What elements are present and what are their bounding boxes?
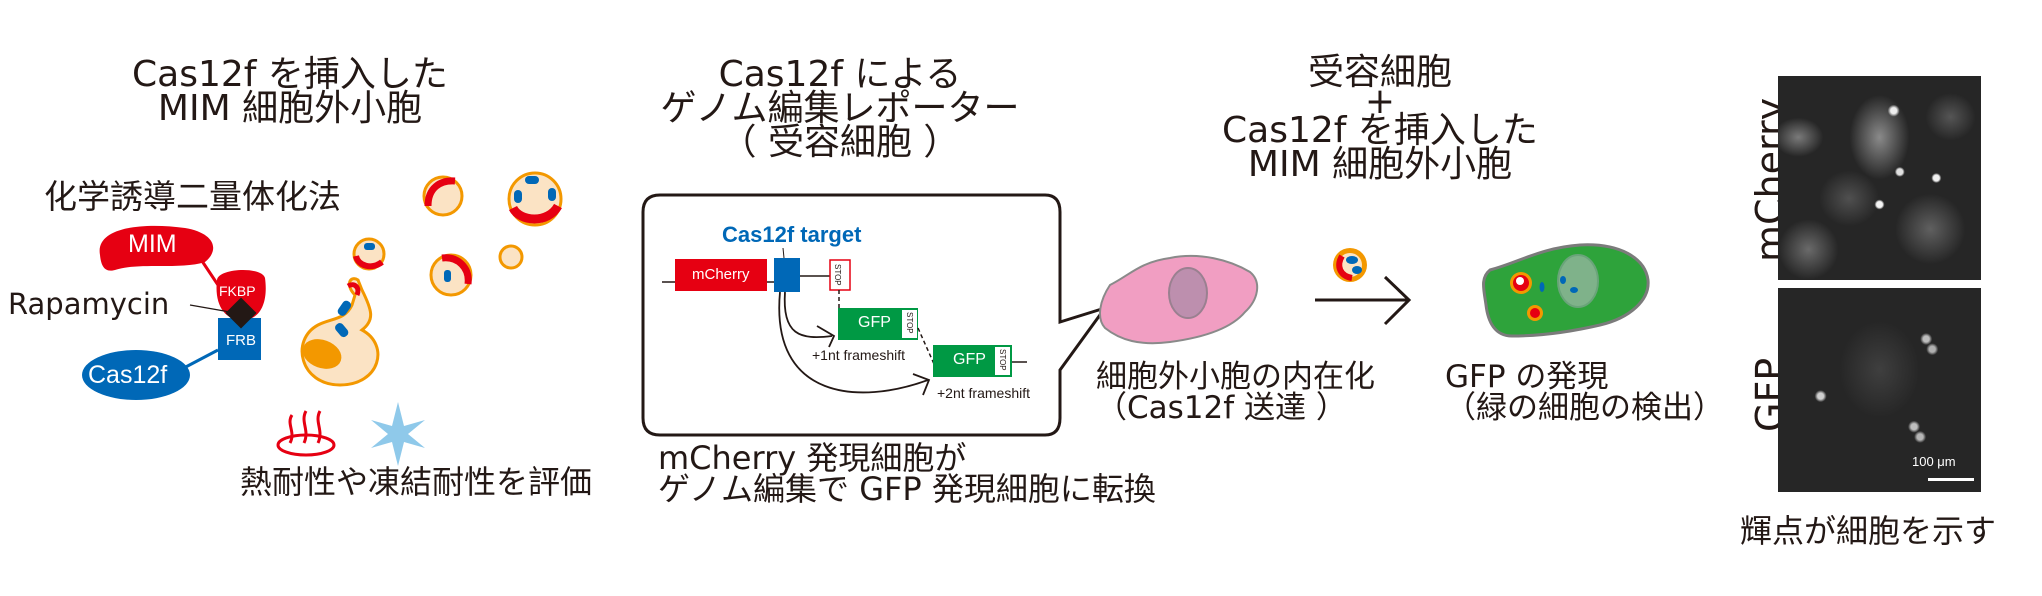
frb-label: FRB	[226, 332, 256, 349]
rapamycin-diamond-icon	[225, 297, 257, 329]
panel2-caption-line2: ゲノム編集で GFP 発現細胞に転換	[658, 470, 1156, 508]
fkbp-label: FKBP	[219, 283, 256, 299]
mcherry-gene-block	[675, 259, 767, 291]
stop-codon-block	[902, 310, 917, 338]
extracellular-vesicle-icon	[422, 175, 464, 217]
stop-label: STOP	[905, 312, 914, 334]
panel3-title-plus: +	[1364, 81, 1396, 122]
rapamycin-label: Rapamycin	[8, 287, 170, 321]
gfp-gene-label-1: GFP	[858, 314, 891, 331]
right-arrow-icon	[1315, 275, 1412, 326]
extracellular-vesicle-icon	[429, 253, 473, 297]
panel3-title-line1: 受容細胞	[1307, 52, 1452, 93]
scale-bar	[1928, 478, 1974, 481]
stop-label: STOP	[998, 349, 1007, 371]
panel3-right-caption: GFP の発現 （緑の細胞の検出）	[1445, 362, 1724, 424]
empty-vesicle-icon	[498, 244, 524, 270]
fkbp-domain-icon	[216, 269, 266, 321]
budding-cell-icon	[300, 277, 380, 387]
cas12f-label: Cas12f	[88, 361, 168, 389]
frameshift-1-label: +1nt frameshift	[812, 347, 905, 363]
extracellular-vesicle-icon	[507, 171, 563, 227]
mcherry-gene-label: mCherry	[692, 266, 750, 283]
mcherry-recipient-cell-icon	[1098, 255, 1259, 345]
panel4-caption: 輝点が細胞を示す	[1740, 512, 1997, 550]
panel3-title-line2: Cas12f を挿入した	[1222, 110, 1538, 151]
panel2-title-line1: Cas12f による	[718, 54, 962, 95]
panel2-title-line3: （ 受容細胞 ）	[720, 122, 960, 163]
gfp-micrograph: 100 μm	[1778, 288, 1981, 492]
frameshift-1-arrow	[783, 291, 833, 338]
cas12f-target-label: Cas12f target	[722, 222, 862, 247]
mim-label: MIM	[128, 230, 177, 258]
cas12f-target-block	[774, 258, 800, 292]
extracellular-vesicle-icon	[352, 237, 386, 271]
frameshift-2-arrow	[778, 291, 929, 394]
scale-bar-label: 100 μm	[1912, 454, 1956, 469]
panel2-caption: mCherry 発現細胞が ゲノム編集で GFP 発現細胞に転換	[658, 439, 1156, 508]
internalization-caption-line2: （Cas12f 送達 ）	[1096, 390, 1347, 426]
arrow-vesicle-icon	[1333, 248, 1367, 282]
panel3-title-line3: MIM 細胞外小胞	[1247, 144, 1513, 185]
gfp-gene-label-2: GFP	[953, 351, 986, 368]
panel3-title: 受容細胞 + Cas12f を挿入した MIM 細胞外小胞	[1190, 52, 1570, 185]
heat-icon	[276, 410, 336, 457]
stop-codon-block	[995, 347, 1010, 375]
mcherry-micrograph	[1778, 76, 1981, 280]
panel2-title: Cas12f による ゲノム編集レポーター （ 受容細胞 ）	[660, 54, 1020, 163]
method-label: 化学誘導二量体化法	[44, 177, 341, 216]
panel1-title-line2: MIM 細胞外小胞	[157, 88, 423, 129]
internalization-caption-line1: 細胞外小胞の内在化	[1096, 359, 1375, 395]
mim-protein-icon	[99, 225, 220, 286]
evaluation-label: 熱耐性や凍結耐性を評価	[240, 463, 593, 501]
snowflake-icon	[371, 402, 425, 466]
panel2-title-line2: ゲノム編集レポーター	[660, 88, 1020, 129]
gfp-caption-line1: GFP の発現	[1445, 359, 1609, 395]
cas12f-protein-icon	[82, 350, 190, 400]
panel3-left-caption: 細胞外小胞の内在化 （Cas12f 送達 ）	[1096, 362, 1375, 424]
panel1-title-line1: Cas12f を挿入した	[132, 54, 448, 95]
stop-label: STOP	[833, 264, 842, 286]
rapamycin-pointer-line	[189, 304, 231, 313]
frameshift-2-label: +2nt frameshift	[937, 385, 1030, 401]
gfp-caption-line2: （緑の細胞の検出）	[1445, 390, 1724, 426]
stop-codon-block	[829, 259, 851, 291]
panel2-caption-line1: mCherry 発現細胞が	[658, 439, 967, 477]
gfp-expressing-cell-icon	[1482, 243, 1650, 338]
panel1-title: Cas12f を挿入した MIM 細胞外小胞	[120, 54, 460, 129]
